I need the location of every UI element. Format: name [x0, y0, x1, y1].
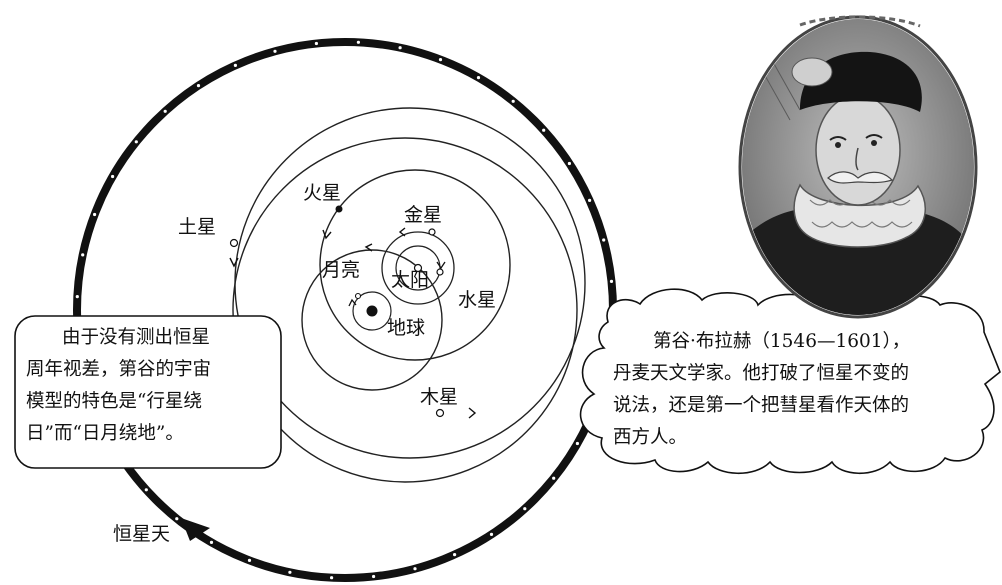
star-dot	[398, 46, 402, 50]
star-dot	[111, 174, 115, 179]
left-note-box	[14, 315, 282, 469]
star-dot	[247, 558, 252, 563]
mars-orbit	[319, 169, 511, 361]
star-dot	[609, 279, 614, 283]
left-note-line: 日”而“日月绕地”。	[26, 423, 184, 444]
sun-label: 太阳	[391, 269, 430, 291]
sun-marker	[413, 263, 423, 273]
moon-orbit	[352, 291, 392, 331]
star-dot	[552, 476, 556, 480]
right-note-line: 西方人。	[613, 427, 688, 448]
star-dot	[453, 553, 457, 557]
jupiter-orbit	[234, 107, 586, 459]
star-dot	[567, 161, 572, 166]
star-dot	[413, 567, 417, 571]
earth-marker	[366, 305, 378, 317]
right-note-text: 第谷·布拉赫（1546—1601）， 丹麦天文学家。他打破了恒星不变的 说法，还…	[613, 326, 985, 454]
venus-marker	[428, 228, 436, 236]
left-note-line: 模型的特色是“行星绕	[26, 391, 202, 412]
star-dot	[523, 507, 527, 511]
saturn-marker	[229, 238, 239, 248]
orbit-arrow-icon	[348, 298, 357, 307]
orbit-arrow-icon	[364, 243, 373, 252]
left-note-line: 周年视差，第谷的宇宙	[26, 359, 212, 380]
tycho-brahe-portrait	[738, 15, 978, 319]
moon-marker	[354, 292, 362, 300]
star-dot	[81, 253, 85, 257]
right-note-line: 说法，还是第一个把彗星看作天体的	[613, 395, 910, 416]
star-dot	[288, 570, 292, 574]
right-note-line: 丹麦天文学家。他打破了恒星不变的	[613, 363, 910, 384]
star-dot	[575, 441, 580, 446]
star-dot	[438, 58, 443, 62]
star-dot	[175, 517, 179, 521]
sun-orbit	[301, 249, 443, 391]
star-dot	[75, 295, 79, 299]
moon-label: 月亮	[322, 259, 361, 281]
star-dot	[233, 63, 237, 67]
star-dot	[144, 488, 148, 492]
star-dot	[476, 76, 481, 80]
saturn-orbit	[232, 137, 578, 483]
orbit-arrow-icon	[468, 407, 477, 419]
star-dots	[75, 40, 615, 580]
right-note-line: 第谷·布拉赫（1546—1601），	[653, 331, 911, 352]
star-dot	[330, 576, 334, 580]
star-dot	[602, 238, 606, 242]
star-dot	[314, 41, 318, 46]
star-dot	[134, 140, 138, 144]
mars-marker	[335, 205, 343, 213]
right-note-bubble	[579, 288, 1001, 474]
left-note-text: 由于没有测出恒星 周年视差，第谷的宇宙 模型的特色是“行星绕 日”而“日月绕地”…	[26, 322, 278, 450]
star-dot	[356, 40, 360, 44]
jupiter-label: 木星	[420, 386, 459, 408]
star-dot	[163, 109, 167, 113]
mercury-marker	[436, 268, 444, 276]
star-dot	[588, 198, 592, 202]
star-dot	[542, 128, 546, 132]
star-dot	[372, 574, 376, 579]
celestial-arrow-icon	[181, 518, 210, 541]
star-dot	[209, 540, 214, 545]
jupiter-marker	[435, 408, 445, 418]
star-dot	[196, 84, 201, 88]
left-note-line: 由于没有测出恒星	[62, 327, 211, 348]
venus-label: 金星	[404, 204, 443, 226]
star-dot	[93, 212, 97, 217]
orbit-arrow-icon	[322, 229, 332, 240]
star-dot	[489, 532, 494, 537]
mercury-label: 水星	[458, 289, 497, 311]
saturn-label: 土星	[178, 216, 217, 238]
orbit-arrow-icon	[398, 227, 406, 237]
celestial-sphere-label: 恒星天	[113, 523, 171, 545]
celestial-sphere-ring	[73, 38, 617, 582]
earth-label: 地球	[387, 317, 426, 339]
star-dot	[511, 99, 515, 103]
mercury-orbit	[395, 245, 441, 291]
venus-orbit	[381, 231, 455, 305]
orbit-arrow-icon	[229, 257, 239, 268]
mars-label: 火星	[303, 182, 342, 204]
orbit-arrow-icon	[436, 261, 446, 270]
star-dot	[273, 49, 277, 53]
